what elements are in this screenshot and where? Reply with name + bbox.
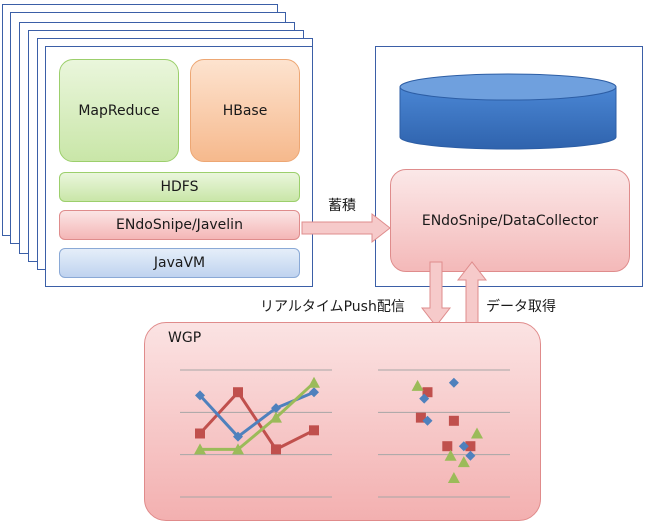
scatter-point [465, 450, 476, 461]
line-point [308, 376, 320, 388]
javavm-bar: JavaVM [59, 248, 300, 278]
scatter-point [447, 471, 460, 483]
push-arrow-down [420, 261, 452, 327]
line-series-2 [200, 381, 316, 451]
javelin-label: ENdoSnipe/Javelin [116, 217, 243, 233]
accumulate-label: 蓄積 [328, 198, 356, 214]
line-point [271, 444, 281, 455]
javavm-label: JavaVM [153, 255, 206, 271]
scatter-point [448, 377, 459, 388]
scatter-point [411, 379, 424, 391]
realtime-push-label: リアルタイムPush配信 [260, 299, 405, 315]
line-point [233, 387, 243, 398]
mapreduce-box: MapReduce [59, 59, 179, 162]
line-point [232, 443, 244, 455]
line-point [195, 390, 205, 401]
scatter-point [422, 387, 433, 398]
hbase-box: HBase [190, 59, 300, 162]
scatter-point [465, 441, 476, 452]
line-point [270, 411, 282, 423]
scatter-point [444, 449, 457, 461]
data-fetch-label: データ取得 [486, 299, 556, 315]
scatter-point [448, 415, 459, 426]
line-point [271, 403, 281, 414]
line-point [195, 428, 205, 439]
line-point [309, 387, 319, 398]
scatter-point [419, 393, 430, 404]
hdfs-bar: HDFS [59, 172, 300, 202]
accumulate-arrow [301, 212, 391, 244]
hbase-label: HBase [222, 102, 268, 119]
scatter-point [415, 412, 426, 423]
scatter-point [471, 427, 483, 439]
datacollector-label: ENdoSnipe/DataCollector [421, 212, 599, 229]
line-point [194, 443, 206, 455]
fetch-arrow-up [456, 261, 488, 327]
datacollector-box: ENdoSnipe/DataCollector [390, 169, 630, 272]
scatter-point [457, 456, 470, 468]
scatter-point [422, 415, 433, 426]
line-point [233, 431, 243, 442]
scatter-point [458, 441, 469, 452]
wgp-title: WGP [168, 330, 202, 346]
hdfs-label: HDFS [160, 179, 199, 195]
scatter-point [442, 441, 453, 452]
line-point [309, 425, 319, 436]
mapreduce-label: MapReduce [78, 102, 160, 119]
javelin-bar: ENdoSnipe/Javelin [59, 210, 300, 240]
